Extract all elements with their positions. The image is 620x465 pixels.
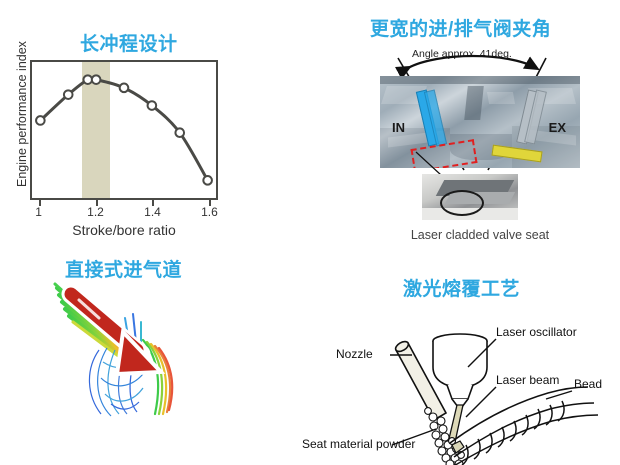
chart-tick-label: 1	[35, 205, 42, 219]
chart-tick	[95, 200, 98, 206]
intake-side-label: IN	[392, 120, 405, 135]
label-laser-oscillator: Laser oscillator	[496, 325, 577, 339]
label-seat-material-powder: Seat material powder	[302, 437, 416, 451]
chart-plot-area	[30, 60, 218, 200]
cylinder-head-cross-section-image: IN EX	[380, 76, 580, 168]
panel-wider-valve-angle: 更宽的进/排气阀夹角 Angle approx. 41deg.	[340, 0, 620, 262]
exhaust-side-label: EX	[548, 120, 566, 135]
label-nozzle: Nozzle	[336, 347, 373, 361]
chart-x-ticks	[30, 200, 218, 208]
chart-tick	[209, 200, 212, 206]
chart-x-tick-labels: 1 1.2 1.4 1.6	[0, 205, 250, 221]
chart-tick-label: 1.6	[201, 205, 218, 219]
chart-tick-label: 1.4	[144, 205, 161, 219]
chart-tick-label: 1.2	[87, 205, 104, 219]
chart-tick	[152, 200, 155, 206]
valve-angle-figure: Angle approx. 41deg.	[360, 48, 600, 242]
panel-title-laser-cladding: 激光熔覆工艺	[403, 279, 521, 300]
panel-laser-cladding-process: 激光熔覆工艺	[300, 265, 620, 465]
label-bead: Bead	[574, 377, 603, 391]
panel-straight-intake-port: 直接式进气道	[30, 250, 320, 462]
panel-title-valve-angle: 更宽的进/排气阀夹角	[370, 19, 552, 40]
chart-tick	[38, 200, 41, 206]
cfd-streamline-image	[53, 278, 215, 423]
seat-zoom-ellipse	[440, 190, 484, 216]
panel-title-intake-port: 直接式进气道	[65, 260, 183, 281]
laser-cladded-valve-seat-photo	[422, 174, 518, 220]
label-laser-beam: Laser beam	[496, 373, 560, 387]
flow-direction-arrow	[61, 284, 166, 377]
panel-title-long-stroke: 长冲程设计	[80, 34, 178, 55]
chart-y-axis-label: Engine performance index	[15, 41, 29, 187]
valve-seat-caption: Laser cladded valve seat	[410, 228, 550, 242]
engine-performance-chart: Engine performance index 1 1.2 1.4 1.6 Stro…	[0, 41, 240, 240]
panel-long-stroke-design: 长冲程设计 Engine performance index 1 1.2 1.4 1.…	[0, 0, 310, 240]
laser-cladding-diagram: Laser oscillator Laser beam Bead Nozzle …	[300, 295, 620, 465]
chart-x-axis-label: Stroke/bore ratio	[72, 222, 176, 238]
chart-series-curve	[35, 74, 213, 186]
